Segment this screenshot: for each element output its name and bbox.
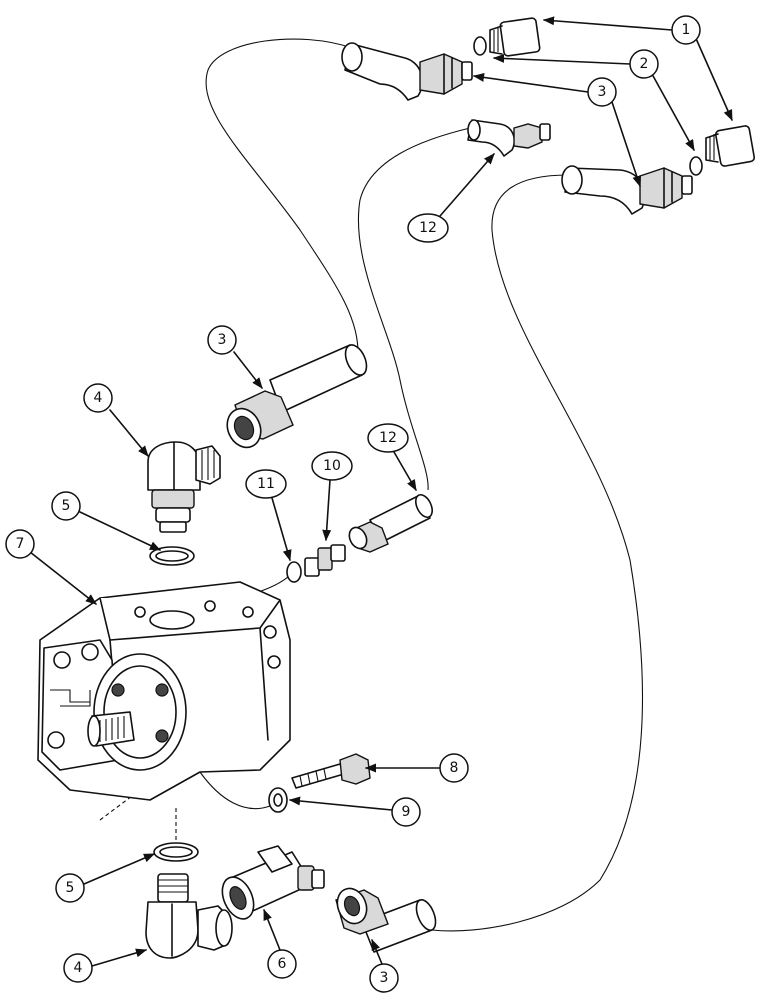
- fitting-1-right: [705, 125, 756, 167]
- gear-pump-7: [37, 581, 291, 801]
- callout-5-lower: 5: [55, 873, 85, 903]
- callout-4-upper-label: 4: [94, 390, 103, 406]
- callout-9-label: 9: [402, 804, 411, 820]
- hose-end-straight-middle: [226, 344, 368, 449]
- callout-12-middle-label: 12: [379, 430, 397, 446]
- callout-8: 8: [439, 753, 469, 783]
- callout-12-top: 12: [407, 213, 449, 243]
- callout-12-top-label: 12: [419, 220, 437, 236]
- callout-7-label: 7: [16, 536, 25, 552]
- callout-2: 2: [629, 49, 659, 79]
- callout-3-lower: 3: [369, 963, 399, 993]
- o-ring-11: [286, 561, 302, 583]
- callout-9: 9: [391, 797, 421, 827]
- callout-6: 6: [267, 949, 297, 979]
- callout-4-upper: 4: [83, 383, 113, 413]
- callout-3-middle-label: 3: [218, 332, 227, 348]
- callout-3-middle: 3: [207, 325, 237, 355]
- o-ring-2-upper: [473, 36, 487, 56]
- o-ring-5-lower: [153, 842, 199, 862]
- callout-3-top-label: 3: [598, 84, 607, 100]
- hose-end-lower: [335, 887, 437, 953]
- callout-6-label: 6: [278, 956, 287, 972]
- callout-5-lower-label: 5: [66, 880, 75, 896]
- callout-10-label: 10: [323, 458, 341, 474]
- bolt-8: [291, 753, 371, 789]
- callout-10: 10: [311, 451, 353, 481]
- callout-12-middle: 12: [367, 423, 409, 453]
- callout-3-top: 3: [587, 77, 617, 107]
- hose-elbow-upper: [341, 42, 473, 101]
- callout-2-label: 2: [640, 56, 649, 72]
- elbow-fitting-4-upper: [147, 441, 221, 533]
- fitting-1-upper: [489, 17, 541, 57]
- callout-1-label: 1: [682, 22, 691, 38]
- callout-1: 1: [671, 15, 701, 45]
- fitting-10: [304, 544, 346, 577]
- callout-7: 7: [5, 529, 35, 559]
- callout-11: 11: [245, 469, 287, 499]
- callout-5-upper: 5: [51, 491, 81, 521]
- hose-end-12-middle: [348, 493, 434, 553]
- callout-4-lower-label: 4: [74, 960, 83, 976]
- hose-elbow-right: [561, 165, 693, 215]
- callout-4-lower: 4: [63, 953, 93, 983]
- hose-elbow-small: [467, 119, 551, 157]
- callout-5-upper-label: 5: [62, 498, 71, 514]
- o-ring-5-upper: [149, 546, 195, 566]
- elbow-fitting-4-lower: [145, 873, 233, 959]
- tee-fitting-6: [221, 845, 325, 920]
- washer-9: [268, 787, 288, 813]
- callout-3-lower-label: 3: [380, 970, 389, 986]
- o-ring-2-right: [689, 156, 703, 176]
- callout-8-label: 8: [450, 760, 459, 776]
- leader-arrows: [29, 16, 733, 967]
- callout-11-label: 11: [257, 476, 275, 492]
